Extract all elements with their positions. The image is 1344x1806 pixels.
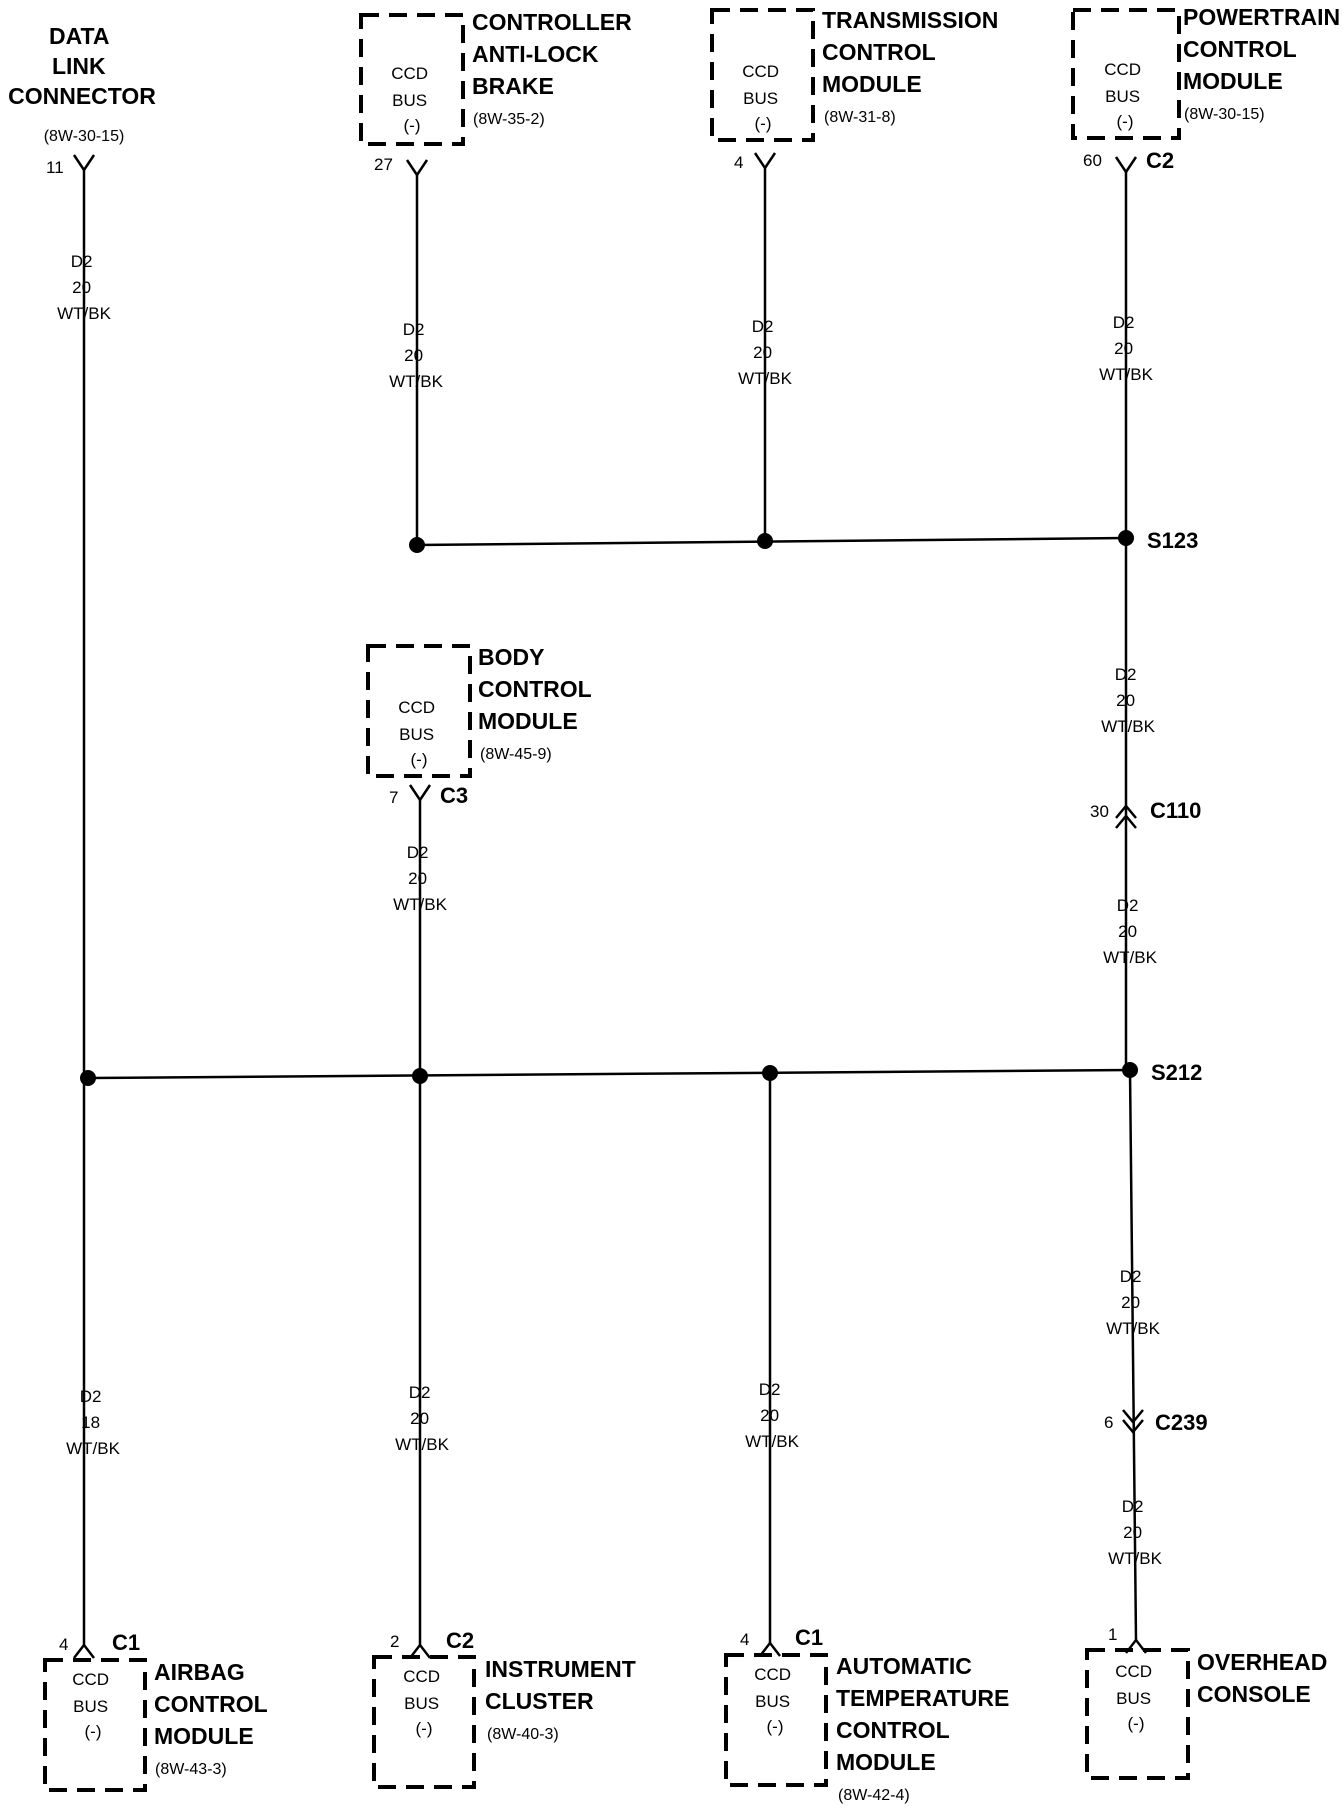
data-link-name: DATA LINK CONNECTOR: [8, 23, 156, 109]
tcm-module-box: [710, 8, 815, 142]
splice-dot: [757, 533, 773, 549]
pcm-box-text: CCD BUS (-): [1104, 60, 1146, 131]
inline-connector-c239-name: C239: [1155, 1410, 1208, 1435]
connector-name-cluster: C2: [446, 1628, 474, 1653]
wire-label-pcm: D2 20 WT/BK: [1099, 313, 1153, 384]
pin-number-abs: 27: [374, 155, 393, 174]
cluster-box-text: CCD BUS (-): [403, 1667, 445, 1738]
splice-dot: [762, 1065, 778, 1081]
bcm-ref: (8W-45-9): [480, 746, 552, 763]
inline-connector-c110-name: C110: [1150, 798, 1201, 823]
inline-connector-c239-symbol: [1122, 1409, 1144, 1434]
pin-symbol-airbag: [73, 1642, 95, 1659]
pcm-module-box: [1071, 8, 1181, 140]
atc-ref: (8W-42-4): [838, 1787, 910, 1804]
splice-dot-s123: [1118, 530, 1134, 546]
pin-symbol-pcm: [1114, 156, 1138, 175]
wire-label-s212-c239: D2 20 WT/BK: [1106, 1267, 1160, 1338]
atc-box-text: CCD BUS (-): [754, 1665, 796, 1736]
overhead-module-box: [1085, 1648, 1190, 1780]
tcm-box-text: CCD BUS (-): [742, 62, 784, 133]
airbag-ref: (8W-43-3): [155, 1761, 227, 1778]
wire-label-data-link: D2 20 WT/BK: [57, 252, 111, 323]
pin-symbol-tcm: [753, 152, 777, 171]
connector-name-bcm: C3: [440, 783, 468, 808]
pin-symbol-abs: [405, 159, 429, 178]
pin-number-cluster: 2: [390, 1632, 399, 1651]
pin-symbol-cluster: [409, 1642, 431, 1659]
bcm-module-box: [366, 644, 472, 778]
pin-number-atc: 4: [740, 1630, 749, 1649]
wire-label-tcm: D2 20 WT/BK: [738, 317, 792, 388]
pin-number-overhead: 1: [1108, 1625, 1117, 1644]
cluster-module-box: [372, 1655, 476, 1789]
cluster-name: INSTRUMENT CLUSTER: [485, 1656, 642, 1714]
wire-label-bcm: D2 20 WT/BK: [393, 843, 447, 914]
pin-symbol-data-link: [72, 154, 96, 173]
wire-label-cluster: D2 20 WT/BK: [395, 1383, 449, 1454]
wire-label-airbag: D2 18 WT/BK: [66, 1387, 120, 1458]
pin-number-data-link: 11: [46, 158, 64, 177]
pcm-name: POWERTRAIN CONTROL MODULE: [1183, 4, 1344, 94]
airbag-name: AIRBAG CONTROL MODULE: [154, 1659, 274, 1749]
pin-number-tcm: 4: [734, 153, 743, 172]
pin-number-pcm: 60: [1083, 151, 1102, 170]
splice-label-s212: S212: [1151, 1060, 1202, 1085]
pin-number-c239: 6: [1104, 1413, 1113, 1432]
abs-module-box: [359, 13, 465, 146]
splice-dot: [409, 537, 425, 553]
pin-symbol-atc: [759, 1640, 781, 1657]
data-link-ref: (8W-30-15): [44, 128, 125, 145]
atc-name: AUTOMATIC TEMPERATURE CONTROL MODULE: [836, 1653, 1016, 1775]
pin-symbol-bcm: [408, 784, 432, 803]
wire-label-abs: D2 20 WT/BK: [389, 320, 443, 391]
tcm-ref: (8W-31-8): [824, 109, 896, 126]
pin-symbol-overhead: [1125, 1637, 1147, 1654]
pcm-ref: (8W-30-15): [1184, 106, 1265, 123]
abs-name: CONTROLLER ANTI-LOCK BRAKE: [472, 9, 638, 99]
pin-number-bcm: 7: [389, 788, 398, 807]
overhead-box-text: CCD BUS (-): [1115, 1662, 1157, 1733]
wire-label-c110-s212: D2 20 WT/BK: [1103, 896, 1157, 967]
atc-module-box: [724, 1653, 828, 1787]
bcm-name: BODY CONTROL MODULE: [478, 644, 598, 734]
abs-box-text: CCD BUS (-): [391, 64, 433, 135]
bcm-box-text: CCD BUS (-): [398, 698, 440, 769]
pin-number-airbag: 4: [59, 1635, 68, 1654]
inline-connector-c110-symbol: [1115, 804, 1137, 829]
wire-label-c239-overhead: D2 20 WT/BK: [1108, 1497, 1162, 1568]
pin-number-c110: 30: [1090, 802, 1109, 821]
airbag-module-box: [43, 1658, 147, 1792]
connector-name-airbag: C1: [112, 1630, 140, 1655]
abs-ref: (8W-35-2): [473, 111, 545, 128]
splice-dot-s212: [1122, 1062, 1138, 1078]
splice-dot: [412, 1068, 428, 1084]
splice-dot: [80, 1070, 96, 1086]
bus-s212: [87, 1068, 1131, 1080]
airbag-box-text: CCD BUS (-): [72, 1670, 114, 1741]
overhead-name: OVERHEAD CONSOLE: [1197, 1649, 1334, 1707]
wire-overhead: [1128, 1069, 1138, 1641]
splice-label-s123: S123: [1147, 528, 1198, 553]
wire-label-s123-c110: D2 20 WT/BK: [1101, 665, 1155, 736]
connector-name-atc: C1: [795, 1625, 823, 1650]
connector-name-pcm: C2: [1146, 148, 1174, 173]
tcm-name: TRANSMISSION CONTROL MODULE: [822, 7, 1005, 97]
wire-label-atc: D2 20 WT/BK: [745, 1380, 799, 1451]
cluster-ref: (8W-40-3): [487, 1726, 559, 1743]
